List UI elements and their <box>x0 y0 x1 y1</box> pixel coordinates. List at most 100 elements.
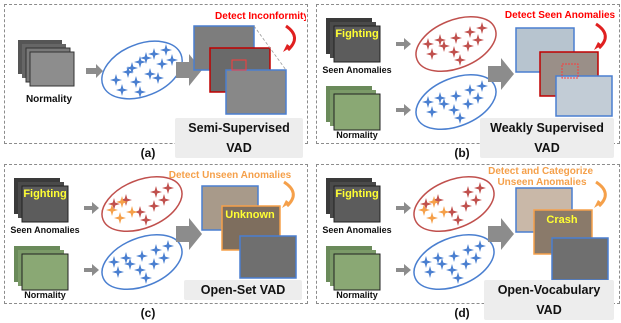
caption-semi-supervised: Semi-Supervised VAD <box>175 118 303 158</box>
normal-star <box>140 272 152 284</box>
gray-arrow-bottom <box>396 104 411 116</box>
result-tag-crash: Crash <box>546 214 577 226</box>
seen-anomaly-star <box>148 200 160 212</box>
curved-orange-arrow-d <box>595 180 607 208</box>
gray-arrow-bottom-c <box>84 264 99 276</box>
normal-star <box>116 84 128 96</box>
normal-star <box>438 98 450 110</box>
seen-anomaly-star <box>150 186 162 198</box>
input-label-normality-b: Normality <box>336 130 378 140</box>
input-label-normality: Normality <box>26 94 73 105</box>
normal-star <box>426 106 438 118</box>
result-frames <box>193 25 287 115</box>
normal-star <box>454 112 466 124</box>
input-label-normality-d: Normality <box>336 290 378 300</box>
unseen-anomaly-star <box>418 204 430 216</box>
seen-anomaly-star <box>120 194 132 206</box>
seen-anomaly-star <box>464 26 476 38</box>
result-frames-d <box>515 187 609 281</box>
cluster-stars <box>422 22 488 124</box>
normal-star <box>120 252 132 264</box>
normal-star <box>166 54 178 66</box>
normal-star <box>136 250 148 262</box>
unseen-anomaly-star <box>438 206 450 218</box>
gray-arrow-top-c <box>84 202 99 214</box>
seen-anomaly-star <box>420 198 432 210</box>
result-tag-unknown: Unknown <box>225 209 275 221</box>
normality-frame-stack <box>18 40 75 87</box>
normal-star <box>452 272 464 284</box>
normal-star <box>108 256 120 268</box>
normal-star <box>422 96 434 108</box>
detect-label-d-line2: Unseen Anomalies <box>497 177 587 188</box>
normal-star <box>144 68 156 80</box>
seen-anomaly-star <box>158 194 170 206</box>
normal-star <box>150 244 162 256</box>
curved-red-arrow-b <box>595 22 607 50</box>
seen-anomaly-star <box>134 206 146 218</box>
normal-star <box>464 84 476 96</box>
normal-star <box>160 44 172 56</box>
panel-label-c: (c) <box>140 306 156 320</box>
input-label-seen-d: Seen Anomalies <box>322 225 391 235</box>
seen-anomaly-frame-stack-d <box>326 178 381 223</box>
seen-cluster-ellipse-d <box>413 175 495 233</box>
gray-arrow-top-d <box>396 202 411 214</box>
seen-anomaly-star <box>462 186 474 198</box>
result-frames-b <box>515 27 613 117</box>
seen-anomaly-star <box>108 198 120 210</box>
seen-anomaly-star <box>450 32 462 44</box>
unseen-anomaly-star <box>426 212 438 224</box>
seen-anomaly-star <box>474 182 486 194</box>
normal-star <box>152 72 164 84</box>
normal-cluster-ellipse-b <box>415 73 497 131</box>
seen-anomaly-star <box>476 22 488 34</box>
seen-anomaly-star <box>432 194 444 206</box>
gray-arrow-large-c <box>176 218 202 250</box>
seen-anomaly-star <box>470 194 482 206</box>
unseen-anomaly-star <box>114 212 126 224</box>
normal-star <box>162 240 174 252</box>
gray-arrow-top <box>396 38 411 50</box>
seen-anomaly-star <box>462 40 474 52</box>
normal-star <box>110 74 122 86</box>
gray-arrow-small <box>86 64 103 78</box>
seen-anomaly-star <box>438 40 450 52</box>
normal-star <box>462 98 474 110</box>
normal-star <box>112 266 124 278</box>
detect-label-d: Detect and Categorize Unseen Anomalies <box>488 166 596 188</box>
frame-tag-fighting: Fighting <box>335 28 378 40</box>
normal-star <box>472 92 484 104</box>
normal-star <box>134 56 146 68</box>
normality-frame-stack-c <box>14 246 69 291</box>
gray-arrow-large-d <box>488 218 514 250</box>
caption-open-vocabulary: Open-Vocabulary VAD <box>484 280 614 320</box>
diagram-b: Fighting Seen Anomalies Normality Detect… <box>322 10 615 140</box>
normal-star <box>434 92 446 104</box>
normal-cluster-ellipse <box>101 40 183 100</box>
curved-red-arrow <box>285 24 296 52</box>
panel-label-a: (a) <box>140 146 156 160</box>
diagram-c: Fighting Seen Anomalies Normality Unknow… <box>10 170 297 300</box>
curved-orange-arrow-c <box>283 180 295 208</box>
seen-anomaly-star <box>454 54 466 66</box>
seen-anomaly-star <box>460 200 472 212</box>
seen-anomaly-star <box>472 34 484 46</box>
normal-stars <box>110 44 178 98</box>
normality-frame-stack-b <box>326 86 381 131</box>
unseen-anomaly-star <box>428 196 440 208</box>
detect-label-d-line1: Detect and Categorize <box>488 166 593 177</box>
caption-open-set: Open-Set VAD <box>184 280 302 300</box>
panel-label-d: (d) <box>454 306 470 320</box>
diagram-d: Fighting Seen Anomalies Normality Crash … <box>322 166 609 300</box>
normal-star <box>130 76 142 88</box>
unseen-anomaly-star <box>116 196 128 208</box>
result-frames-c <box>201 185 297 279</box>
seen-anomaly-frame-stack <box>326 18 381 63</box>
normal-cluster-ellipse-d <box>413 233 495 291</box>
normal-star <box>124 258 136 270</box>
normal-star <box>436 258 448 270</box>
normal-star <box>450 90 462 102</box>
normal-star <box>156 58 168 70</box>
normal-star <box>158 252 170 264</box>
